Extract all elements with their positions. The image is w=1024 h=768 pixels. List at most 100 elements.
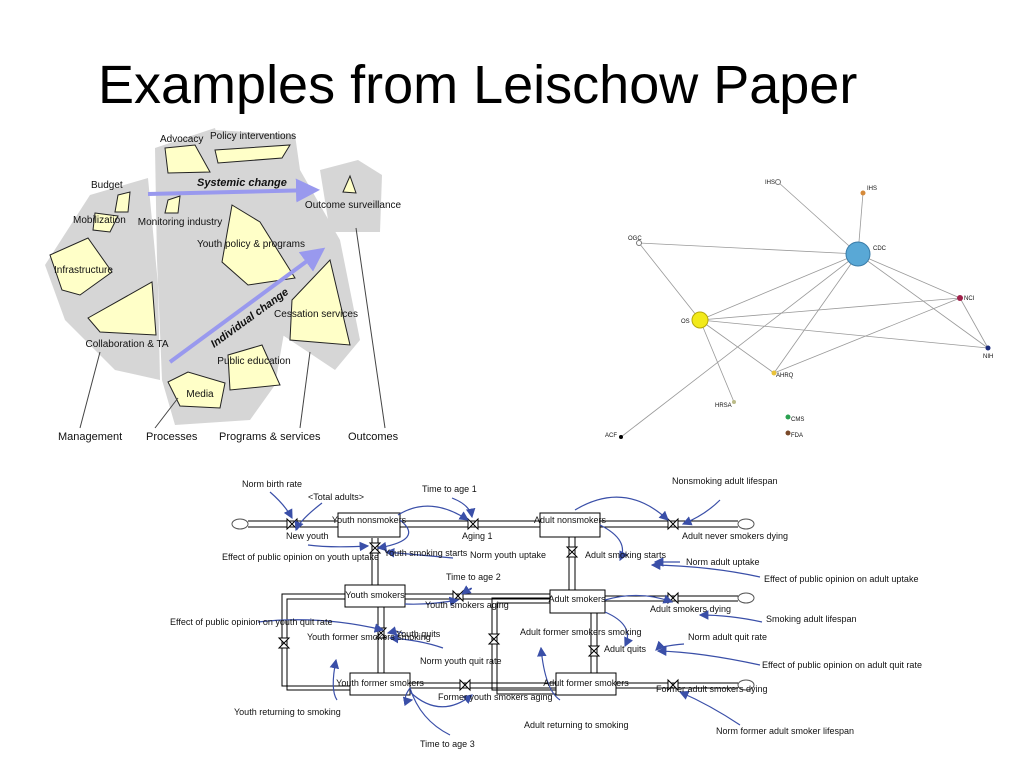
sf-label-15: Effect of public opinion on youth quit r… — [170, 617, 332, 627]
sf-label-6: Adult never smokers dying — [682, 531, 788, 541]
flow-labels: Norm birth rate <Total adults> Time to a… — [170, 476, 922, 749]
sf-label-2: Time to age 1 — [422, 484, 477, 494]
net-label-acf: ACF — [605, 433, 617, 439]
sink-cloud-1 — [737, 518, 755, 530]
stock-adult-smokers — [549, 589, 606, 614]
node-cms — [785, 414, 791, 420]
fw-label-public-education: Public education — [217, 356, 290, 367]
youth-policy-shape — [221, 204, 296, 286]
node-ihs-1 — [775, 179, 781, 185]
fw-label-mobilization: Mobilization — [73, 215, 126, 226]
node-os — [691, 311, 709, 329]
sf-label-28: Adult returning to smoking — [524, 720, 629, 730]
framework-diagram: Advocacy Policy interventions Budget Mob… — [45, 128, 402, 443]
sf-label-14: Youth smokers aging — [425, 600, 509, 610]
sink-cloud-3 — [737, 679, 755, 691]
net-label-cms: CMS — [791, 417, 804, 423]
sf-label-4: New youth — [286, 531, 329, 541]
policy-shape — [214, 144, 291, 164]
sf-label-30: Time to age 3 — [420, 739, 475, 749]
systemic-change-arrow — [147, 178, 320, 203]
network-nodes: IHS IHS CDC OGC NCI OS NIH AHRQ HRSA CMS… — [605, 179, 993, 439]
influence-arrows — [257, 491, 763, 736]
cessation-shape — [289, 258, 351, 346]
fw-label-youth-policy: Youth policy & programs — [197, 239, 305, 250]
stock-label-youth-former-smokers: Youth former smokers — [336, 678, 424, 688]
sf-label-22: Adult quits — [604, 644, 647, 654]
infrastructure-shape — [49, 237, 113, 296]
net-label-ihs-1: IHS — [765, 180, 775, 186]
sf-label-7: Effect of public opinion on youth uptake — [222, 552, 379, 562]
individual-change-arrow — [168, 247, 326, 364]
fw-label-outcome-surveillance: Outcome surveillance — [305, 200, 402, 211]
stock-youth-nonsmokers — [337, 512, 401, 538]
node-ahrq — [771, 370, 777, 376]
source-cloud — [231, 518, 249, 530]
fw-category-outcomes: Outcomes — [348, 431, 399, 443]
sf-label-20: Adult former smokers smoking — [520, 627, 642, 637]
node-hrsa — [732, 400, 736, 404]
fw-label-media: Media — [186, 389, 214, 400]
sf-label-26: Former adult smokers dying — [656, 684, 768, 694]
sf-label-29: Norm former adult smoker lifespan — [716, 726, 854, 736]
outcome-surveillance-shape — [342, 174, 357, 194]
fw-label-monitoring: Monitoring industry — [138, 217, 222, 228]
net-label-os: OS — [681, 319, 690, 325]
sf-label-12: Time to age 2 — [446, 572, 501, 582]
sf-label-24: Effect of public opinion on adult quit r… — [762, 660, 922, 670]
stock-boxes — [337, 512, 617, 696]
budget-shape — [114, 191, 131, 213]
sf-label-10: Adult smoking starts — [585, 550, 667, 560]
sf-label-27: Youth returning to smoking — [234, 707, 341, 717]
stock-label-adult-nonsmokers: Adult nonsmokers — [534, 515, 607, 525]
sf-label-21: Norm adult quit rate — [688, 632, 767, 642]
sf-label-23: Norm youth quit rate — [420, 656, 502, 666]
net-label-ihs-2: IHS — [867, 186, 877, 192]
stock-youth-former-smokers — [349, 672, 411, 696]
outcomes-region — [320, 160, 382, 232]
fw-category-programs: Programs & services — [219, 431, 321, 443]
node-nih — [985, 345, 991, 351]
sf-label-5: Aging 1 — [462, 531, 493, 541]
stock-label-youth-smokers: Youth smokers — [345, 590, 405, 600]
stock-label-adult-former-smokers: Adult former smokers — [543, 678, 629, 688]
monitoring-shape — [164, 195, 181, 214]
media-shape — [167, 371, 226, 409]
net-label-ahrq: AHRQ — [776, 373, 794, 379]
fw-arrow-systemic-label: Systemic change — [197, 177, 287, 189]
fw-label-budget: Budget — [91, 180, 123, 191]
public-education-shape — [227, 344, 281, 391]
stock-youth-smokers — [344, 584, 406, 608]
network-graph — [620, 181, 989, 438]
fw-label-collaboration: Collaboration & TA — [85, 339, 168, 350]
stock-label-youth-nonsmokers: Youth nonsmokers — [332, 515, 407, 525]
node-fda — [785, 430, 791, 436]
sf-label-9: Norm youth uptake — [470, 550, 546, 560]
net-label-nci: NCI — [964, 296, 975, 302]
sf-label-3: Nonsmoking adult lifespan — [672, 476, 778, 486]
node-nci — [957, 295, 963, 301]
sf-label-13: Effect of public opinion on adult uptake — [764, 574, 918, 584]
sf-label-25: Former youth smokers aging — [438, 692, 553, 702]
stock-flow-clouds — [231, 518, 755, 691]
sf-label-16: Adult smokers dying — [650, 604, 731, 614]
sf-label-19: Youth former smokers smoking — [307, 632, 431, 642]
collaboration-shape — [87, 281, 157, 336]
sink-cloud-2 — [737, 592, 755, 604]
sf-label-17: Smoking adult lifespan — [766, 614, 857, 624]
node-ogc — [636, 240, 642, 246]
sf-label-11: Norm adult uptake — [686, 557, 760, 567]
fw-label-infrastructure: Infrastructure — [54, 265, 113, 276]
fw-label-policy: Policy interventions — [210, 131, 296, 142]
net-label-fda: FDA — [791, 433, 803, 439]
slide-title: Examples from Leischow Paper — [98, 55, 858, 115]
stock-label-adult-smokers: Adult smokers — [548, 594, 606, 604]
advocacy-shape — [164, 144, 211, 174]
stock-labels: Youth nonsmokers Adult nonsmokers Youth … — [332, 515, 629, 688]
mobilization-shape — [92, 212, 119, 233]
stock-adult-former-smokers — [555, 672, 617, 696]
fw-category-management: Management — [58, 431, 122, 443]
fw-label-cessation: Cessation services — [274, 309, 358, 320]
